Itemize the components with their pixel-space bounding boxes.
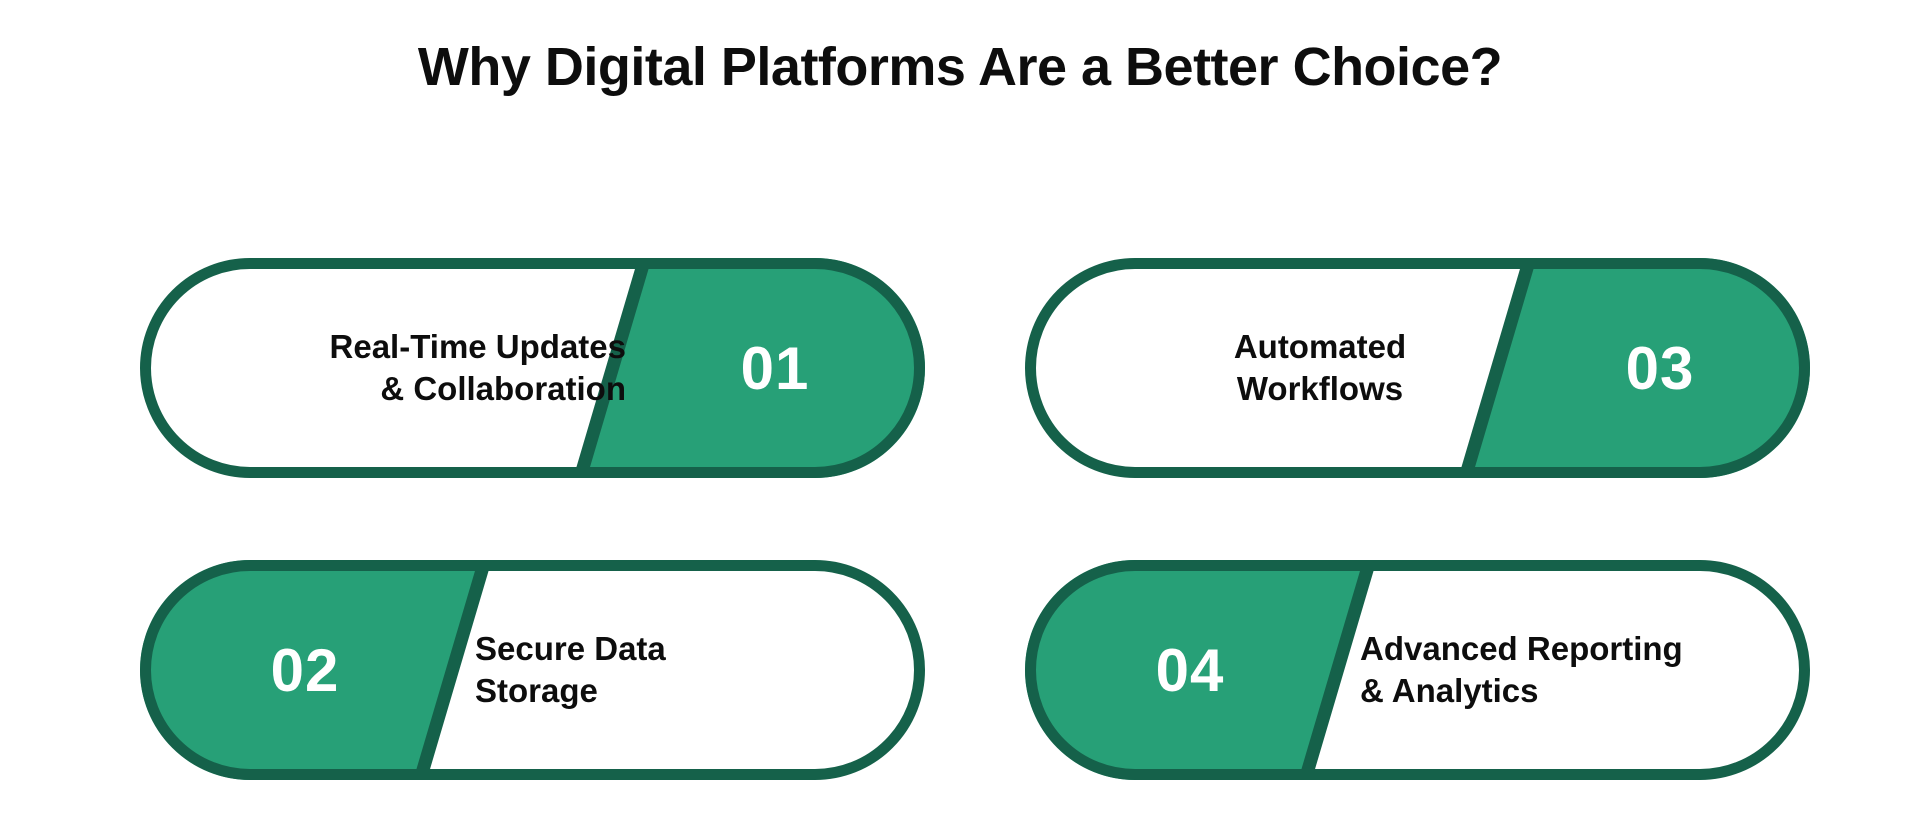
card-01-label-line2: & Collaboration <box>380 370 626 407</box>
card-04-number: 04 <box>1155 636 1225 704</box>
card-03-label: Automated Workflows <box>1085 258 1555 478</box>
card-03-label-line1: Automated <box>1233 327 1407 365</box>
card-01-label-line1: Real-Time Updates <box>329 327 626 365</box>
card-04-label: Advanced Reporting & Analytics <box>1350 560 1790 780</box>
card-02[interactable]: 02 Secure Data Storage <box>140 560 925 780</box>
card-01[interactable]: Real-Time Updates & Collaboration 01 <box>140 258 925 478</box>
card-04-label-line2: & Analytics <box>1360 672 1539 709</box>
card-02-number: 02 <box>270 636 340 704</box>
card-04-label-line1: Advanced Reporting <box>1360 629 1683 667</box>
page-title: Why Digital Platforms Are a Better Choic… <box>417 37 1503 97</box>
card-03-shape <box>1025 258 1810 478</box>
card-04-shape <box>1025 560 1810 780</box>
card-01-label: Real-Time Updates & Collaboration <box>170 258 640 478</box>
card-02-label-line1: Secure Data <box>475 629 666 667</box>
card-02-label-line2: Storage <box>475 672 598 709</box>
card-02-shape <box>140 560 925 780</box>
card-04[interactable]: 04 Advanced Reporting & Analytics <box>1025 560 1810 780</box>
card-01-number: 01 <box>740 334 810 402</box>
card-01-shape <box>140 258 925 478</box>
card-02-label: Secure Data Storage <box>465 560 905 780</box>
card-03-number: 03 <box>1625 334 1695 402</box>
card-03[interactable]: Automated Workflows 03 <box>1025 258 1810 478</box>
card-03-label-line2: Workflows <box>1236 370 1404 407</box>
